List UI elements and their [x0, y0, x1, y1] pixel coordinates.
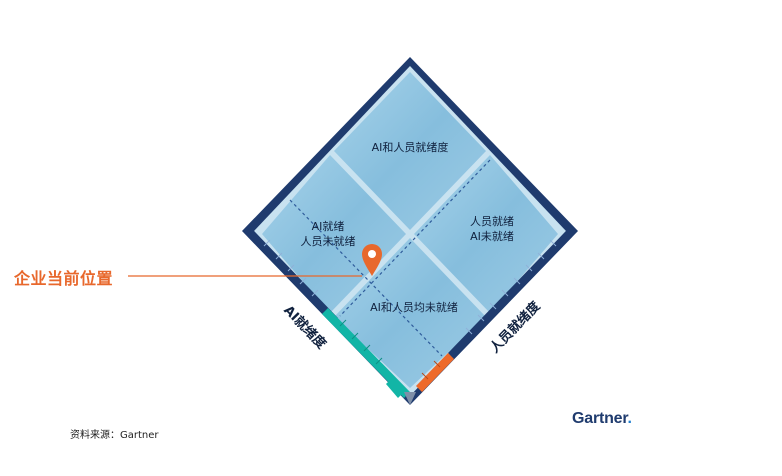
quadrant-top-label: AI和人员就绪度	[372, 140, 449, 154]
callout-label: 企业当前位置	[14, 269, 114, 288]
people-readiness-scale	[416, 231, 572, 392]
quadrant-right-label-1: 人员就绪	[470, 214, 514, 228]
source-note: 资料来源：Gartner	[70, 430, 159, 441]
quadrant-right-tile	[414, 155, 558, 313]
quadrant-left-label-1: AI就绪	[312, 219, 345, 233]
quadrant-bottom-tile	[334, 238, 486, 388]
ai-readiness-scale	[248, 231, 410, 398]
diamond-tip	[404, 392, 416, 405]
ai-scale-ticks	[263, 239, 383, 365]
quadrant-right-label-2: AI未就绪	[470, 229, 514, 243]
quadrant-bottom-label: AI和人员均未就绪	[370, 300, 458, 314]
location-pin-icon	[362, 244, 382, 276]
quadrant-left-label-2: 人员未就绪	[301, 234, 356, 248]
quadrant-left-tile	[262, 155, 406, 313]
gartner-logo-text: Gartner	[572, 410, 628, 427]
ai-guide-line	[289, 199, 443, 357]
people-guide-line	[339, 159, 491, 317]
people-scale-ticks	[421, 239, 557, 380]
gartner-logo-dot: .	[627, 410, 632, 427]
quadrant-top-tile	[334, 72, 486, 230]
gartner-logo: Gartner.	[572, 410, 632, 428]
